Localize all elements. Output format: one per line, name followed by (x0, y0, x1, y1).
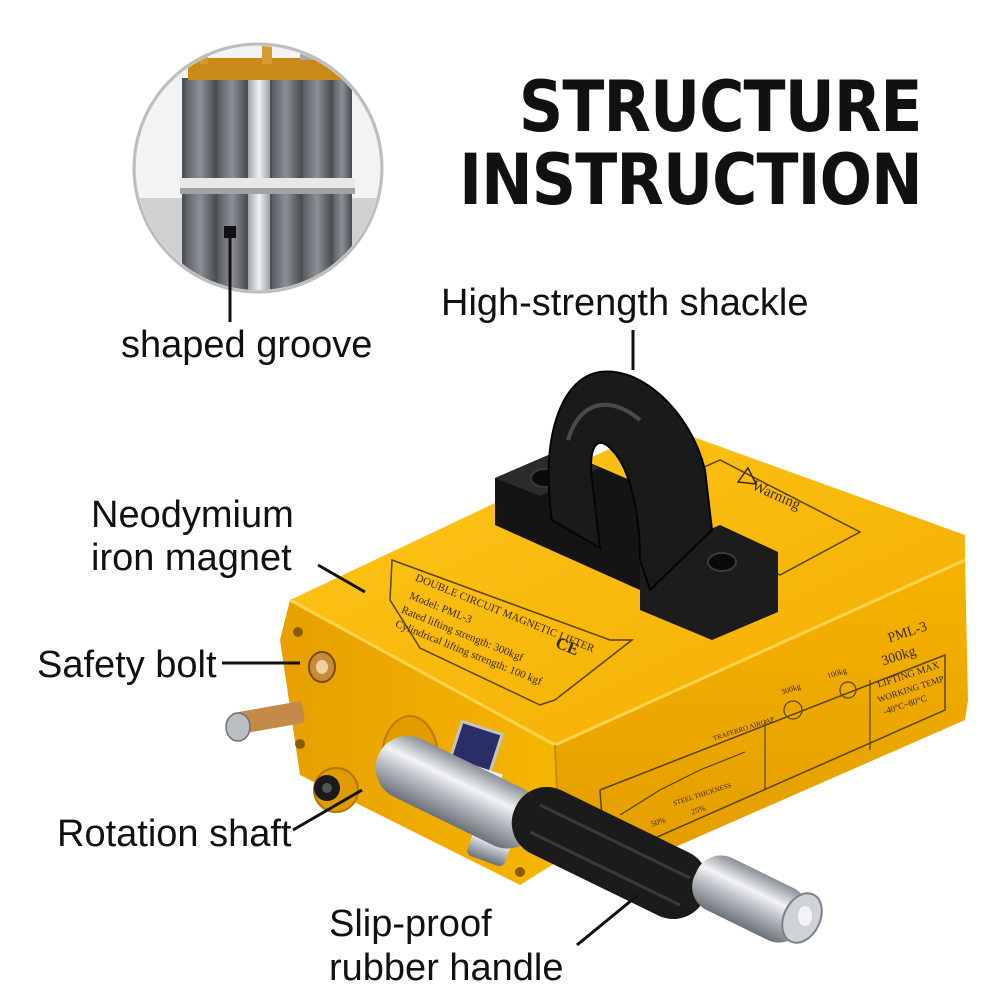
handle[interactable] (365, 725, 830, 951)
callout-handle-line1: Slip-proof (329, 903, 492, 945)
leader-lines (222, 330, 639, 947)
rotation-shaft (313, 767, 359, 813)
shackle-loop (547, 370, 714, 592)
shackle (495, 370, 778, 640)
magnetic-lifter (225, 370, 968, 951)
title-line-1: STRUCTURE (519, 66, 923, 148)
callout-shaped-groove: shaped groove (121, 324, 373, 366)
callout-rotation-shaft: Rotation shaft (57, 813, 292, 855)
callout-safety-bolt: Safety bolt (37, 644, 217, 686)
callout-magnet-line1: Neodymium (91, 494, 294, 536)
callout-handle-line2: rubber handle (329, 947, 564, 989)
rubber-grip[interactable] (500, 776, 719, 931)
callout-shackle: High-strength shackle (441, 282, 809, 324)
lifter-front-face (555, 560, 968, 880)
model-label-plate (389, 558, 635, 706)
lifter-top-face (290, 425, 965, 745)
callout-magnet-line2: iron magnet (91, 537, 292, 579)
title-line-2: INSTRUCTION (459, 139, 923, 221)
safety-bolt (308, 651, 336, 683)
groove-inset (132, 42, 384, 322)
locking-pin (225, 701, 305, 742)
